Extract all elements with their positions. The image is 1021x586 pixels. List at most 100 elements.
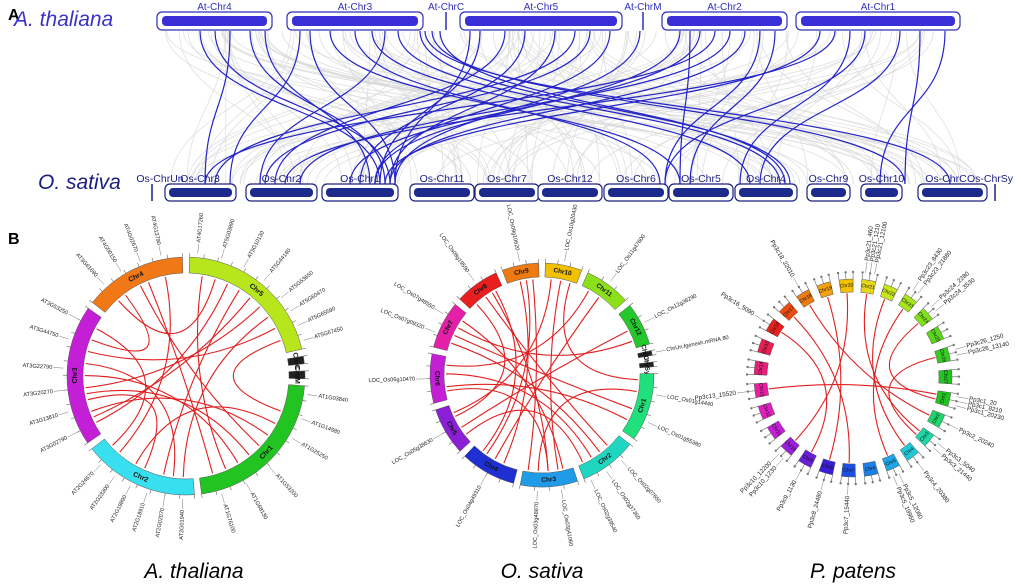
tick-dot [783, 295, 787, 298]
chromosome-arc [459, 272, 503, 309]
scale-tick [166, 254, 168, 259]
tick-dot [957, 375, 961, 378]
tick-dot [920, 295, 923, 299]
tick-dot [892, 279, 895, 282]
chromosome-arc [429, 353, 448, 404]
scale-tick [821, 277, 824, 284]
chromosome-label: Chr7 [843, 467, 854, 473]
scale-tick [301, 347, 306, 350]
synteny-link [809, 304, 930, 416]
chromosome-arc [753, 382, 769, 398]
chrom-label-bottom: Os-Chr1 [340, 173, 380, 185]
gene-connector [468, 272, 475, 282]
chrom-bar-top [667, 16, 782, 26]
scale-tick [753, 343, 760, 346]
gene-connector [158, 245, 162, 256]
gene-connector [125, 485, 131, 495]
chrom-bar-bottom [739, 188, 793, 197]
scale-tick [937, 322, 943, 327]
tick-dot [954, 351, 957, 354]
chrom-label-top: At-Chr2 [707, 2, 742, 13]
scale-tick [949, 399, 956, 402]
synteny-link [446, 383, 628, 421]
species-caption-3: P. patens [810, 560, 897, 583]
chrom-label-bottom: Os-Chr10 [859, 173, 905, 185]
gene-connector [297, 320, 308, 326]
species-label-bottom: O. sativa [38, 171, 121, 194]
gene-connector [53, 390, 64, 392]
gene-connector [115, 262, 122, 272]
background-link [187, 30, 488, 185]
chromosome-label: ChrSy [642, 355, 651, 375]
scale-tick [779, 302, 785, 308]
gene-label: AT1G68130 [248, 492, 268, 521]
chromosome-arc [880, 283, 898, 302]
chromosome-label: Chr5 [885, 458, 898, 468]
tick-dot [804, 282, 807, 285]
scale-tick [577, 481, 580, 486]
gene-connector [935, 304, 944, 312]
background-link [704, 30, 772, 185]
scale-tick [512, 262, 515, 267]
gene-connector [956, 352, 968, 356]
chromosome-arc [818, 458, 836, 476]
background-link [505, 30, 799, 185]
scale-tick [99, 288, 103, 292]
scale-tick [748, 366, 755, 368]
chrom-bar-top [162, 16, 267, 26]
background-link [165, 30, 464, 185]
scale-tick [871, 475, 873, 482]
gene-connector [67, 432, 77, 438]
gene-label: AT1G03840 [318, 394, 348, 404]
gene-label: Pp3c4_20380 [922, 470, 951, 505]
gene-label: AT2G02070 [155, 508, 166, 538]
background-link [424, 30, 444, 185]
scale-tick [480, 276, 484, 281]
gene-label: Pp3c2_20240 [958, 427, 996, 450]
scale-tick [814, 280, 818, 287]
gene-connector [245, 483, 252, 493]
chrom-label-top: At-ChrM [624, 2, 661, 13]
chromosome-arc [838, 278, 854, 294]
tick-dot [864, 482, 867, 485]
gene-connector [647, 422, 658, 427]
background-link [586, 30, 848, 185]
gene-label: AT5G53650 [288, 270, 315, 294]
scale-tick [650, 400, 655, 403]
synteny-link [888, 356, 936, 436]
synteny-link [119, 276, 171, 453]
syntenic-link [229, 30, 301, 185]
tick-dot [953, 407, 956, 410]
gene-label: AT5G03890 [222, 218, 236, 248]
chromosome-arc [199, 384, 305, 495]
circos-o-sativa: Chr10Chr11Chr12ChrUnChrSyChr1Chr2Chr3Chr… [368, 204, 729, 549]
chromosome-label: Chr15 [761, 340, 771, 355]
background-link [239, 30, 512, 185]
scale-tick [255, 276, 259, 280]
chromosome-arc [927, 409, 946, 428]
tick-dot [895, 473, 898, 476]
scale-tick [907, 460, 911, 466]
chromosome-label: ChrUn [639, 344, 650, 365]
scale-tick [110, 278, 114, 282]
scale-tick [927, 309, 933, 314]
gene-label: LOC_Os11g47600 [615, 234, 647, 275]
gene-connector [847, 483, 849, 495]
tick-dot [888, 476, 891, 479]
chromosome-label: Chr8 [821, 463, 833, 472]
background-link [785, 30, 916, 185]
gene-label: AT2G01940 [179, 510, 186, 540]
gene-label: AT1G53200 [274, 473, 299, 499]
gene-connector [221, 248, 225, 259]
gene-connector [893, 475, 898, 487]
syntenic-link [397, 30, 781, 185]
scale-tick [266, 285, 270, 289]
chromosome-label: Chr22 [881, 288, 896, 299]
gene-label: AT4G00150 [97, 235, 118, 263]
gene-connector [97, 276, 105, 285]
syntenic-link-layer [199, 30, 951, 185]
scale-tick [886, 470, 890, 477]
tick-dot [922, 456, 925, 459]
chromosome-label: Chr10 [553, 267, 573, 278]
